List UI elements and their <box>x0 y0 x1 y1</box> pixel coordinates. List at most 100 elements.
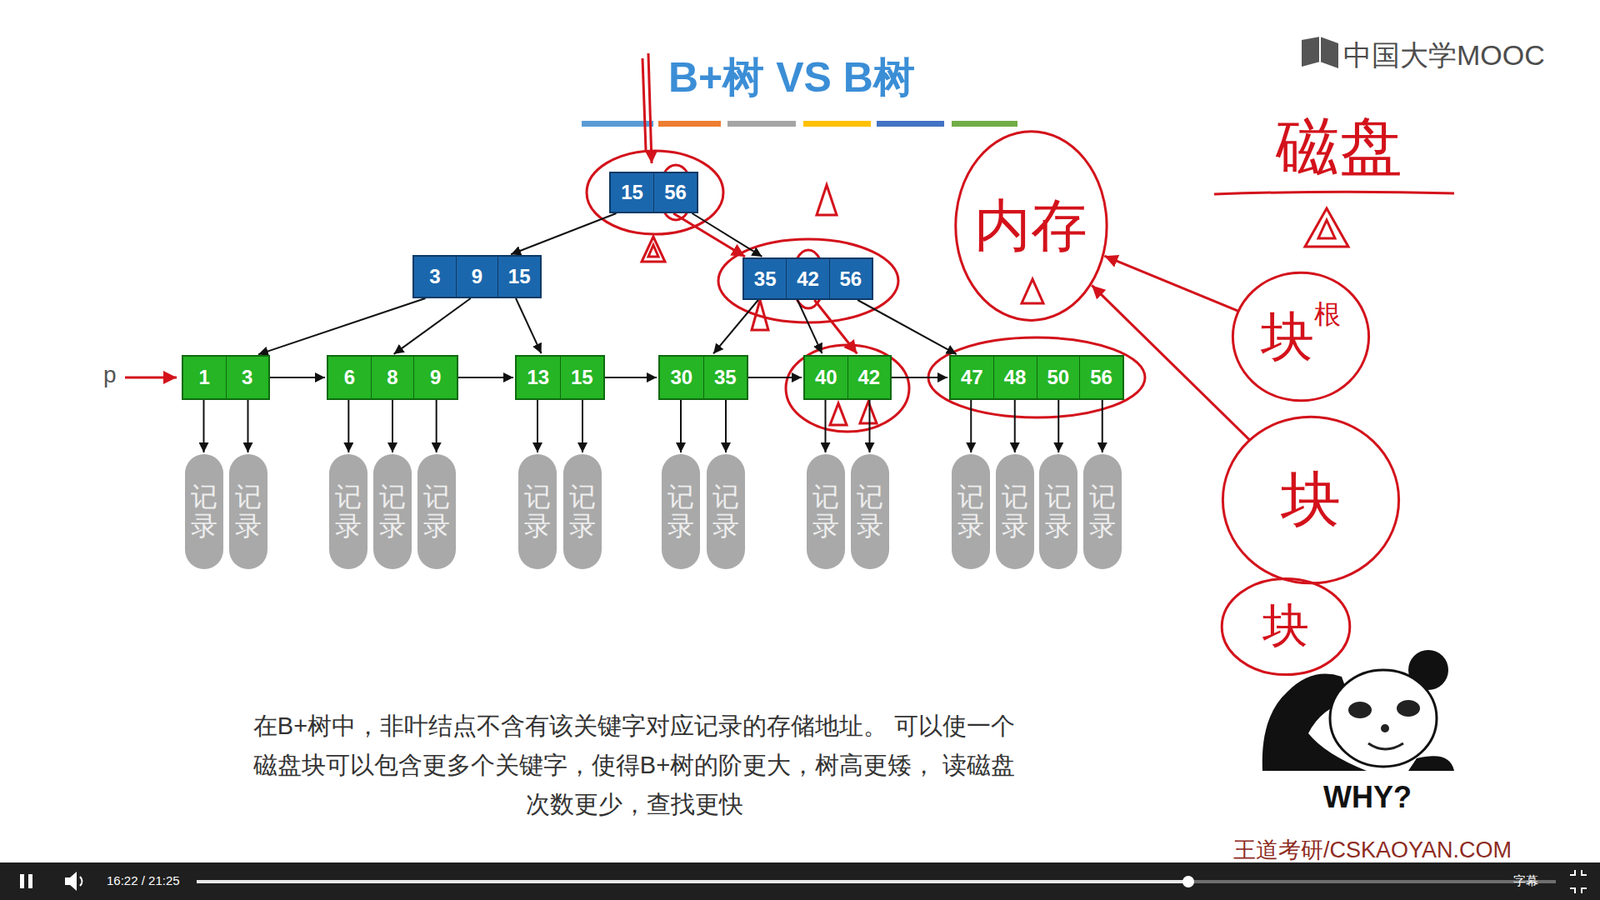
record-pointer <box>391 400 394 453</box>
key-text: 42 <box>847 356 891 399</box>
child-pointer <box>394 298 471 355</box>
annotation-arrow <box>1104 255 1239 311</box>
key-text: 15 <box>610 173 654 212</box>
key-text: 48 <box>993 356 1037 399</box>
handwritten-text: 根 <box>1314 296 1341 334</box>
key-text: 3 <box>414 256 456 297</box>
hand-drawn-circle: 块 <box>1219 576 1353 677</box>
record-pointer <box>970 400 972 453</box>
leaf-node: 47485056 <box>949 355 1125 400</box>
record-block: 记录 <box>563 454 602 570</box>
record-text: 记录 <box>957 482 985 541</box>
key-text: 56 <box>1079 356 1123 399</box>
record-text: 记录 <box>524 482 551 541</box>
leaf-link <box>270 376 325 379</box>
record-text: 记录 <box>856 482 884 541</box>
record-pointer <box>680 400 682 453</box>
red-annotation <box>125 53 1455 432</box>
handwritten-text: 块 <box>1260 300 1315 374</box>
hand-drawn-circle: 块 <box>1219 413 1403 587</box>
index-node: 354256 <box>742 257 874 300</box>
record-text: 记录 <box>190 482 218 541</box>
key-text: 1 <box>183 356 226 399</box>
record-pointer <box>725 400 727 453</box>
handwritten-text: 内存 <box>974 188 1088 265</box>
key-text: 8 <box>370 356 415 399</box>
caption: 在B+树中，非叶结点不含有该关键字对应记录的存储地址。 可以使一个磁盘块可以包含… <box>246 706 1022 825</box>
child-pointer <box>713 300 759 354</box>
record-block: 记录 <box>661 454 700 570</box>
record-text: 记录 <box>379 482 406 541</box>
record-text: 记录 <box>335 482 362 541</box>
record-pointer <box>1101 400 1104 453</box>
leaf-node: 3035 <box>658 355 749 400</box>
title: B+树 VS B树 <box>668 50 915 106</box>
logo-icon <box>1301 36 1339 69</box>
key-text: 9 <box>413 356 457 399</box>
key-text: 42 <box>785 259 829 299</box>
key-text: 35 <box>744 259 786 299</box>
watermark: 王道考研/CSKAOYAN.COM <box>1233 835 1512 865</box>
key-text: 3 <box>225 356 270 399</box>
handwritten-text: 块 <box>1280 460 1341 540</box>
record-block: 记录 <box>185 454 224 570</box>
key-text: 30 <box>660 356 704 399</box>
record-block: 记录 <box>1039 454 1078 570</box>
record-pointer <box>203 400 205 453</box>
index-node: 3915 <box>412 255 542 299</box>
record-pointer <box>1014 400 1016 453</box>
record-block: 记录 <box>806 454 845 570</box>
child-pointer <box>857 300 957 355</box>
panda-meme <box>1262 650 1455 771</box>
leaf-link <box>458 376 514 379</box>
leaf-node: 4042 <box>803 355 892 400</box>
record-pointer <box>581 400 584 453</box>
record-pointer <box>536 400 539 453</box>
hand-drawn-circle: 内存 <box>952 127 1110 325</box>
leaf-node: 689 <box>326 355 459 400</box>
record-pointer <box>1057 400 1060 453</box>
record-block: 记录 <box>995 454 1035 570</box>
key-text: 40 <box>805 356 848 399</box>
handwritten-text: 块 <box>1262 595 1310 659</box>
key-text: 9 <box>455 256 499 297</box>
record-block: 记录 <box>229 454 268 570</box>
leaf-node: 1315 <box>515 355 605 400</box>
record-pointer <box>247 400 250 453</box>
record-pointer <box>435 400 438 453</box>
key-text: 47 <box>950 356 994 399</box>
record-block: 记录 <box>518 454 557 570</box>
record-pointer <box>825 400 827 453</box>
record-text: 记录 <box>235 482 262 541</box>
handwritten-note: 磁盘 <box>1218 105 1460 191</box>
record-text: 记录 <box>569 482 596 541</box>
key-text: 56 <box>829 259 872 299</box>
record-block: 记录 <box>329 454 368 570</box>
record-text: 记录 <box>1001 482 1029 541</box>
child-pointer <box>797 300 823 354</box>
key-text: 13 <box>516 356 560 399</box>
record-text: 记录 <box>812 482 840 541</box>
record-text: 记录 <box>1089 482 1116 541</box>
key-text: 6 <box>328 356 371 399</box>
key-text: 50 <box>1036 356 1080 399</box>
record-block: 记录 <box>850 454 890 570</box>
leaf-link <box>748 376 802 379</box>
record-pointer <box>869 400 871 453</box>
key-text: 35 <box>703 356 748 399</box>
child-pointer <box>258 298 426 355</box>
subtitle-button: 字幕 <box>1513 873 1539 890</box>
color-bar <box>581 120 1018 127</box>
key-text: 15 <box>560 356 605 399</box>
logo-text: 中国大学MOOC <box>1343 36 1545 75</box>
index-node: 1556 <box>609 171 699 214</box>
key-text: 15 <box>497 256 540 297</box>
record-block: 记录 <box>373 454 412 570</box>
record-text: 记录 <box>423 482 450 541</box>
leaf-link <box>605 376 657 379</box>
record-block: 记录 <box>1083 454 1122 570</box>
child-pointer <box>692 213 763 257</box>
record-block: 记录 <box>706 454 745 570</box>
annotation-arrow <box>814 300 857 354</box>
child-pointer <box>510 213 616 255</box>
